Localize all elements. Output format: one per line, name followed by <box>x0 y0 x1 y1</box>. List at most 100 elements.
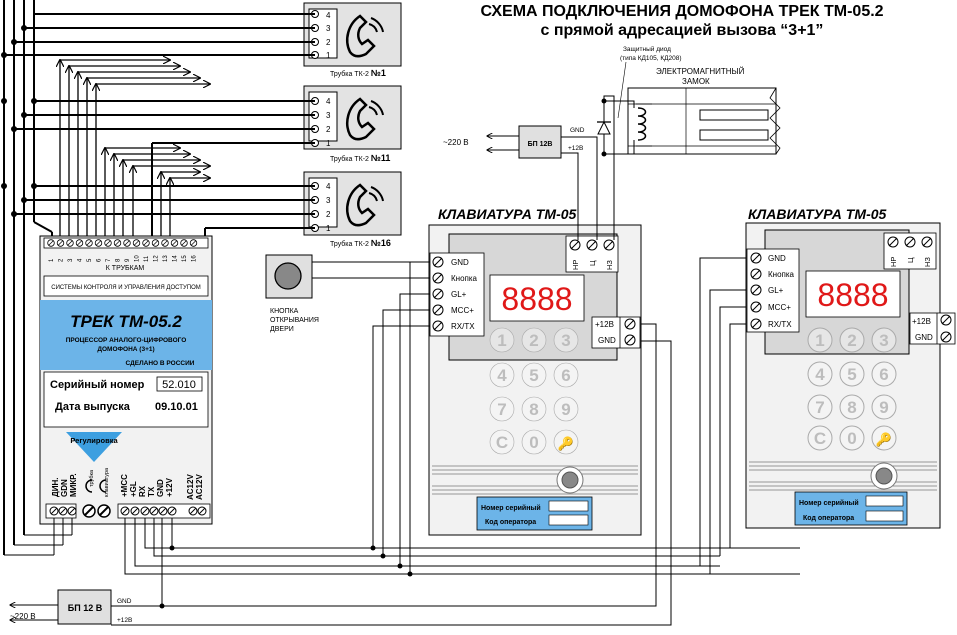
keypad-2-key-c[interactable]: C <box>814 429 826 448</box>
controller-terminal-number-15: 15 <box>182 255 188 262</box>
controller-terminal-slot-13 <box>162 240 168 246</box>
psu-bottom-mains: ~220 В <box>10 612 36 621</box>
keypad-1-key-7[interactable]: 7 <box>497 400 506 419</box>
controller-terminal-slot-11 <box>143 240 149 246</box>
keypad-1-keys <box>489 327 579 455</box>
keypad-2-key-6[interactable]: 6 <box>879 365 888 384</box>
controller-terminal-number-6: 6 <box>97 258 103 262</box>
phone-icon <box>346 183 384 227</box>
door-button-icon[interactable] <box>274 262 302 290</box>
keypad-2-term-c: Ц <box>906 257 915 263</box>
controller-subtitle-1: ПРОЦЕССОР АНАЛОГО-ЦИФРОВОГО <box>66 337 187 344</box>
controller-bottom-terminal-slot <box>159 507 167 515</box>
door-open-button: КНОПКА ОТКРЫВАНИЯ ДВЕРИ <box>265 254 319 333</box>
controller-terminal-slot-14 <box>171 240 178 246</box>
label-gdn: GDN <box>60 479 69 497</box>
coil-icon <box>637 107 647 141</box>
keypad-2-key-2[interactable]: 2 <box>847 331 856 350</box>
psu-bottom-12v: +12В <box>117 617 132 624</box>
keypad-2-term-nz: НЗ <box>923 257 932 267</box>
keypad-1-term-gl: GL+ <box>451 290 467 299</box>
controller-terminal-slot-6 <box>95 240 102 246</box>
keypad-2-key-4[interactable]: 4 <box>815 365 825 384</box>
controller-terminal-number-13: 13 <box>163 255 169 262</box>
psu-top-mains: ~220 В <box>443 138 469 147</box>
handset-11-pin-1: 1 <box>326 139 331 148</box>
keypad-2-call-button[interactable] <box>870 462 898 490</box>
phone-icon <box>346 14 384 58</box>
keypad-2-term-12v: +12В <box>912 317 931 326</box>
controller-terminal-slot-7 <box>105 240 111 246</box>
date-value: 09.10.01 <box>155 401 198 413</box>
handset-1-pin-4: 4 <box>326 11 331 20</box>
controller-bottom-terminal-slot <box>131 507 139 515</box>
svg-text:Трубка ТК-2 №11: Трубка ТК-2 №11 <box>330 153 390 163</box>
keypad-1-key-2[interactable]: 2 <box>529 331 538 350</box>
pot-handset-icon[interactable] <box>82 479 96 518</box>
keypad-1-operator-label: Код оператора <box>485 519 536 526</box>
keypad-1-key-1[interactable]: 1 <box>497 331 506 350</box>
label-ac12v-1: AC12V <box>186 474 195 500</box>
keypad-1-term-12v: +12В <box>595 320 614 329</box>
keypad-2-key-0[interactable]: 0 <box>847 429 856 448</box>
handset-1-pin-2: 2 <box>326 38 331 47</box>
keypad-2-keys <box>807 327 897 451</box>
keypad-2-key-1[interactable]: 1 <box>815 331 824 350</box>
keypad-2-term-rxtx: RX/TX <box>768 320 792 329</box>
psu-top-label: БП 12В <box>528 141 553 148</box>
handset-16-number: №16 <box>371 238 391 248</box>
keypad-1-key-5[interactable]: 5 <box>529 366 538 385</box>
keypad-2-key-9[interactable]: 9 <box>879 398 888 417</box>
keypad-1-key-4[interactable]: 4 <box>497 366 507 385</box>
label-gl: +GL <box>129 481 138 497</box>
keypad-2-display-frame <box>805 270 901 318</box>
psu-bottom: БП 12 В ~220 В GND +12В <box>10 589 132 625</box>
lock-title-1: ЭЛЕКТРОМАГНИТНЫЙ <box>656 67 745 76</box>
controller-terminal-number-4: 4 <box>78 258 84 262</box>
keypad-1-title: КЛАВИАТУРА ТМ-05 <box>438 206 577 222</box>
diagram-subtitle: с прямой адресацией вызова “3+1” <box>541 22 824 39</box>
keypad-2-key-7[interactable]: 7 <box>815 398 824 417</box>
keypad-1-call-button[interactable] <box>556 466 584 494</box>
keypad-1-key-9[interactable]: 9 <box>561 400 570 419</box>
keypad-2-term-gnd: GND <box>768 254 786 263</box>
controller-bottom-terminal-slot <box>198 507 206 515</box>
controller-terminal-number-10: 10 <box>135 255 141 262</box>
keypad-2-key-5[interactable]: 5 <box>847 365 856 384</box>
keypad-1-key-icon[interactable]: 🔑 <box>558 435 574 452</box>
keypad-1-key-3[interactable]: 3 <box>561 331 570 350</box>
junction-dots <box>1 25 37 217</box>
pot-keypad-icon[interactable] <box>97 479 111 518</box>
label-gnd: GND <box>156 479 165 497</box>
keypad-1-key-8[interactable]: 8 <box>529 400 538 419</box>
handset-16-pin-1: 1 <box>326 224 331 233</box>
label-tx: TX <box>147 486 156 497</box>
systems-label: СИСТЕМЫ КОНТРОЛЯ И УПРАВЛЕНИЯ ДОСТУПОМ <box>51 285 200 291</box>
label-rx: RX <box>138 485 147 497</box>
keypad-2-operator-field <box>865 510 904 522</box>
keypad-1-right-terminals: +12В GND <box>591 316 641 349</box>
keypad-2-key-3[interactable]: 3 <box>879 331 888 350</box>
keypad-2-key-8[interactable]: 8 <box>847 398 856 417</box>
label-12v: +12V <box>165 477 174 497</box>
wire-junctions <box>159 545 413 609</box>
keypad-1-key-c[interactable]: C <box>496 433 508 452</box>
door-button-label-3: ДВЕРИ <box>270 326 294 333</box>
diode-icon <box>597 120 611 135</box>
label-pot-handset: трубка <box>89 469 95 487</box>
keypad-1-key-6[interactable]: 6 <box>561 366 570 385</box>
phone-icon <box>346 97 384 141</box>
controller-bottom-terminal-slot <box>150 507 158 515</box>
serial-value: 52.010 <box>162 379 196 391</box>
keypad-2-serial-field <box>865 495 904 507</box>
diode-label-2: (типа КД105, КД208) <box>620 55 682 62</box>
controller-terminal-number-1: 1 <box>49 258 55 262</box>
keypad-1-key-0[interactable]: 0 <box>529 433 538 452</box>
keypad-1-display: 8888 <box>501 281 572 317</box>
handset-1-pin-1: 1 <box>326 51 331 60</box>
psu-top-gnd: GND <box>570 127 585 134</box>
handset-1-pin-3: 3 <box>326 24 331 33</box>
keypad-2-title: КЛАВИАТУРА ТМ-05 <box>748 206 887 222</box>
keypad-2-key-icon[interactable]: 🔑 <box>876 431 892 448</box>
